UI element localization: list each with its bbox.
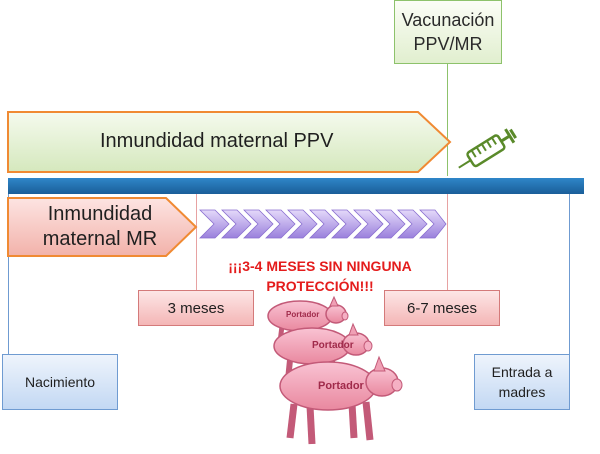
chevron — [353, 209, 384, 239]
entry-line1: Entrada a — [491, 364, 553, 380]
chevron — [221, 209, 252, 239]
ppv-immunity-arrow — [7, 111, 452, 173]
warning-line2: PROTECCIÓN!!! — [266, 278, 374, 294]
pig-icon — [279, 355, 403, 445]
syringe-icon — [458, 128, 517, 169]
birth-label: Nacimiento — [24, 374, 96, 390]
pig-icon — [267, 295, 349, 343]
chevron — [419, 209, 447, 239]
three-months-label: 3 meses — [167, 299, 225, 317]
pig-large-label: Portador — [318, 380, 364, 392]
chevron — [199, 209, 230, 239]
vaccination-title: Vacunación — [401, 10, 495, 30]
six-seven-months-box: 6-7 meses — [384, 290, 500, 326]
timeline-bar — [8, 178, 584, 194]
chevron — [375, 209, 406, 239]
chevron — [243, 209, 274, 239]
mr-immunity-line2: maternal MR — [42, 228, 158, 250]
pig-icon — [273, 322, 373, 381]
vaccination-subtitle: PPV/MR — [413, 34, 483, 54]
chevron — [331, 209, 362, 239]
warning-text: ¡¡¡3-4 MESES SIN NINGUNA PROTECCIÓN!!! — [200, 256, 440, 296]
chevron — [397, 209, 428, 239]
mr-immunity-line1: Inmundidad — [47, 203, 153, 225]
chevron — [309, 209, 340, 239]
chevron-band — [199, 209, 447, 239]
three-months-box: 3 meses — [138, 290, 254, 326]
mr-immunity-label: Inmundidad maternal MR — [20, 202, 180, 252]
entry-line — [569, 194, 570, 354]
chevron — [265, 209, 296, 239]
three-months-line — [196, 194, 197, 290]
vaccination-line — [447, 64, 448, 176]
ppv-immunity-label: Inmundidad maternal PPV — [100, 130, 334, 152]
warning-line1: ¡¡¡3-4 MESES SIN NINGUNA — [228, 258, 412, 274]
chevron — [287, 209, 318, 239]
pig-small-label: Portador — [286, 310, 320, 319]
entry-line2: madres — [498, 384, 546, 400]
birth-line — [8, 194, 9, 354]
pigs-illustration — [267, 295, 403, 445]
birth-box: Nacimiento — [2, 354, 118, 410]
mr-immunity-arrow — [7, 197, 198, 257]
entry-box: Entrada a madres — [474, 354, 570, 410]
vaccination-box: Vacunación PPV/MR — [394, 0, 502, 64]
six-months-line — [447, 194, 448, 290]
six-seven-months-label: 6-7 meses — [406, 299, 478, 317]
pig-medium-label: Portador — [312, 340, 354, 351]
